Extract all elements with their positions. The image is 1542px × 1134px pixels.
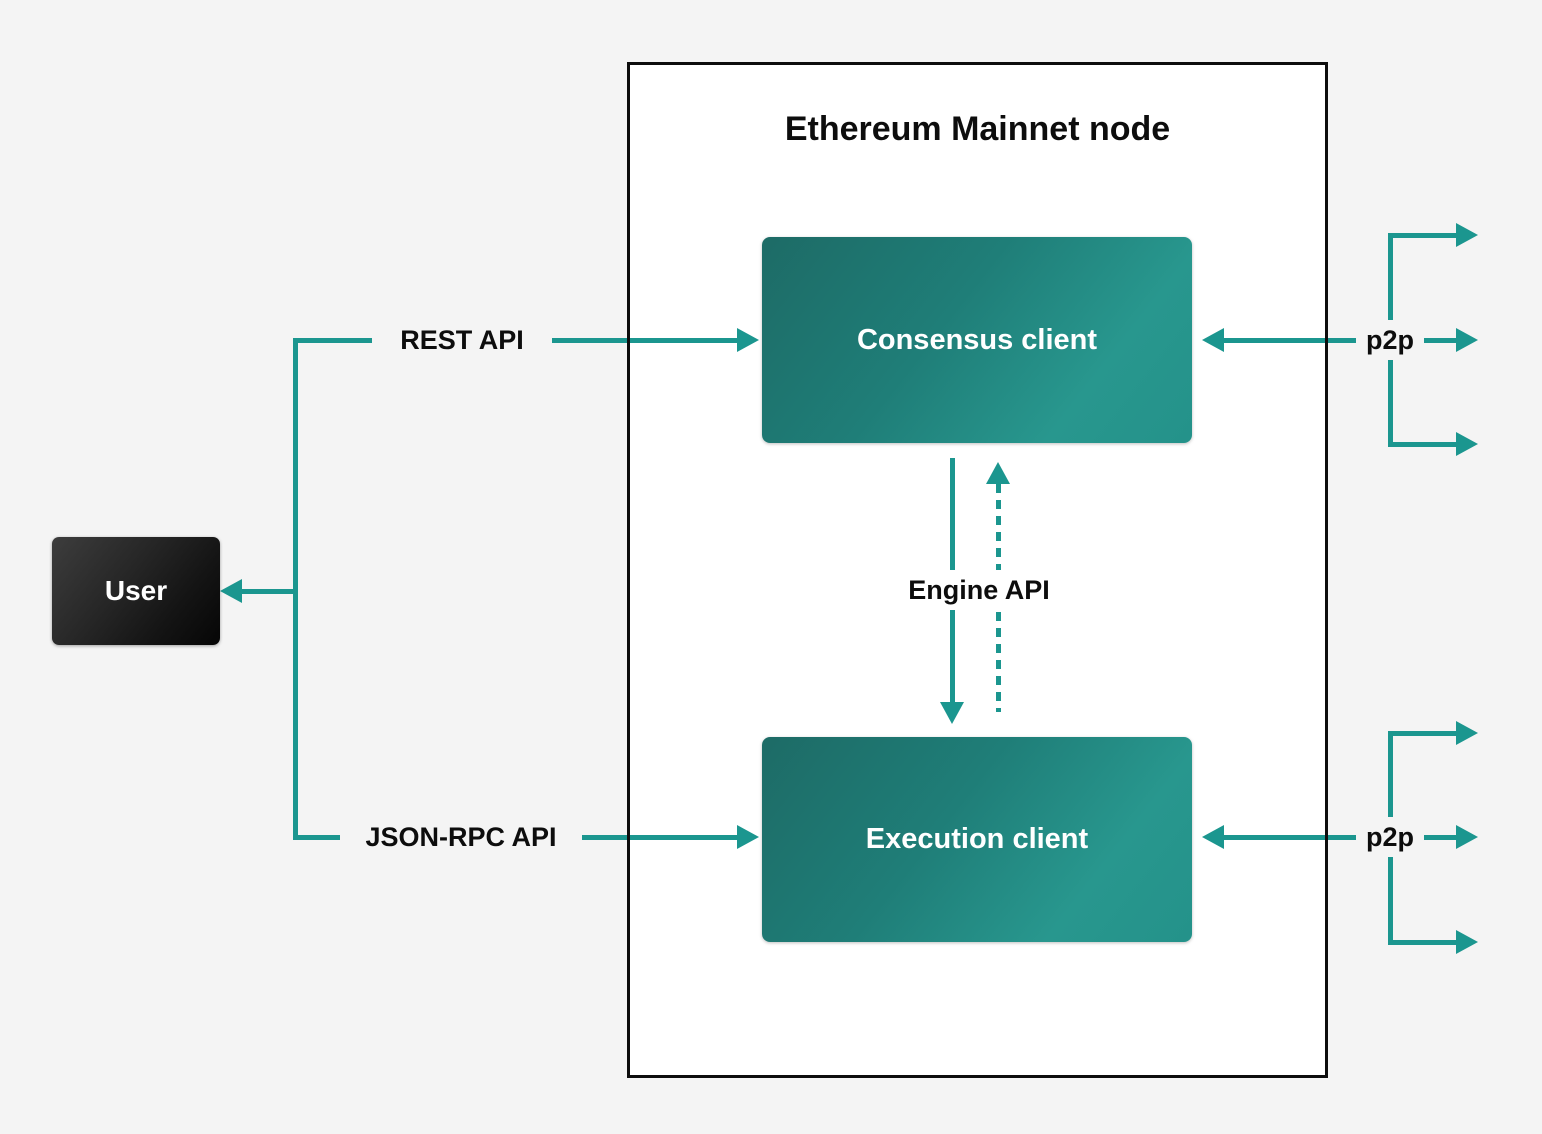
p2p-execution-middle-line	[1420, 835, 1458, 840]
user-arrow-line	[242, 589, 293, 594]
p2p-execution-top-branch-line	[1388, 731, 1456, 736]
p2p-execution-middle-arrowhead-icon	[1456, 825, 1478, 849]
p2p-consensus-label: p2p	[1356, 320, 1424, 360]
json-rpc-arrowhead-icon	[737, 825, 759, 849]
p2p-execution-inbound-line	[1224, 835, 1360, 840]
user-arrowhead-icon	[220, 579, 242, 603]
execution-client-label: Execution client	[865, 823, 1089, 855]
consensus-client-label: Consensus client	[856, 323, 1098, 356]
p2p-consensus-middle-arrowhead-icon	[1456, 328, 1478, 352]
engine-api-up-arrowhead-icon	[986, 462, 1010, 484]
diagram-title: Ethereum Mainnet node	[784, 110, 1171, 148]
p2p-execution-bottom-branch-line	[1388, 940, 1456, 945]
p2p-consensus-inbound-line	[1224, 338, 1360, 343]
consensus-client-node: Consensus client	[762, 237, 1192, 443]
p2p-execution-inbound-arrowhead-icon	[1202, 825, 1224, 849]
p2p-consensus-middle-line	[1420, 338, 1458, 343]
engine-api-down-arrowhead-icon	[940, 702, 964, 724]
p2p-consensus-top-arrowhead-icon	[1456, 223, 1478, 247]
engine-api-label: Engine API	[869, 570, 1089, 610]
p2p-consensus-bottom-branch-line	[1388, 442, 1456, 447]
rest-api-arrowhead-icon	[737, 328, 759, 352]
p2p-execution-bottom-arrowhead-icon	[1456, 930, 1478, 954]
user-vertical-connector-line	[293, 338, 298, 840]
rest-api-label: REST API	[372, 320, 552, 360]
p2p-consensus-inbound-arrowhead-icon	[1202, 328, 1224, 352]
user-node: User	[52, 537, 220, 645]
p2p-consensus-bottom-arrowhead-icon	[1456, 432, 1478, 456]
json-rpc-api-label: JSON-RPC API	[340, 817, 582, 857]
p2p-execution-top-arrowhead-icon	[1456, 721, 1478, 745]
execution-client-node: Execution client	[762, 737, 1192, 942]
p2p-consensus-top-branch-line	[1388, 233, 1456, 238]
user-label: User	[104, 575, 168, 606]
p2p-execution-label: p2p	[1356, 817, 1424, 857]
